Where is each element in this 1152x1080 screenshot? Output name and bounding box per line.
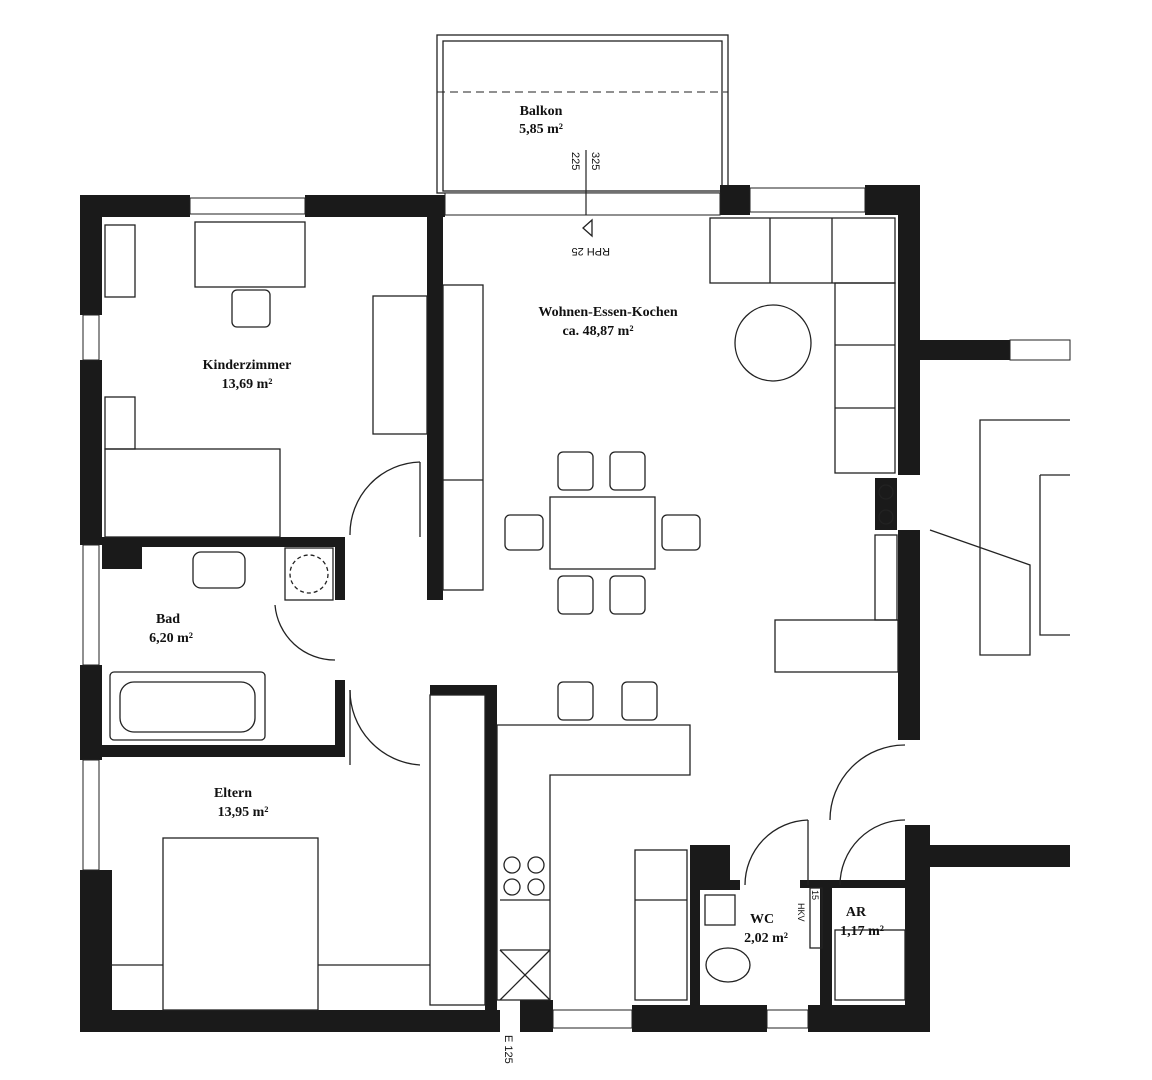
rph-label: RPH 25 — [571, 245, 610, 257]
wc-area: 2,02 m² — [744, 931, 788, 946]
wohnen-area: ca. 48,87 m² — [562, 324, 633, 339]
furniture — [104, 217, 1070, 1011]
wc-name: WC — [750, 912, 774, 927]
hkv-riser — [809, 887, 823, 949]
bad-name: Bad — [156, 612, 180, 627]
hkv-label: HKV — [796, 903, 806, 922]
eltern-area: 13,95 m² — [218, 805, 269, 820]
kinderzimmer-area: 13,69 m² — [222, 377, 273, 392]
dim-225: 225 — [569, 152, 581, 170]
balkon-name: Balkon — [520, 104, 563, 119]
windows — [82, 187, 1071, 1029]
balkon-area: 5,85 m² — [519, 122, 563, 137]
bad-area: 6,20 m² — [149, 631, 193, 646]
wohnen-name: Wohnen-Essen-Kochen — [538, 305, 677, 320]
ar-name: AR — [846, 905, 867, 920]
kinderzimmer-name: Kinderzimmer — [203, 358, 292, 373]
rph-arrow-icon — [582, 218, 593, 238]
eltern-name: Eltern — [214, 786, 252, 801]
dim-325: 325 — [589, 152, 601, 170]
outer-walls — [80, 185, 1070, 1032]
balcony — [436, 34, 729, 194]
doors — [274, 461, 906, 886]
hkv-number: 15 — [810, 890, 820, 900]
interior-walls — [102, 215, 905, 1010]
entrance-label: E 125 — [502, 1035, 514, 1064]
ar-area: 1,17 m² — [840, 924, 884, 939]
